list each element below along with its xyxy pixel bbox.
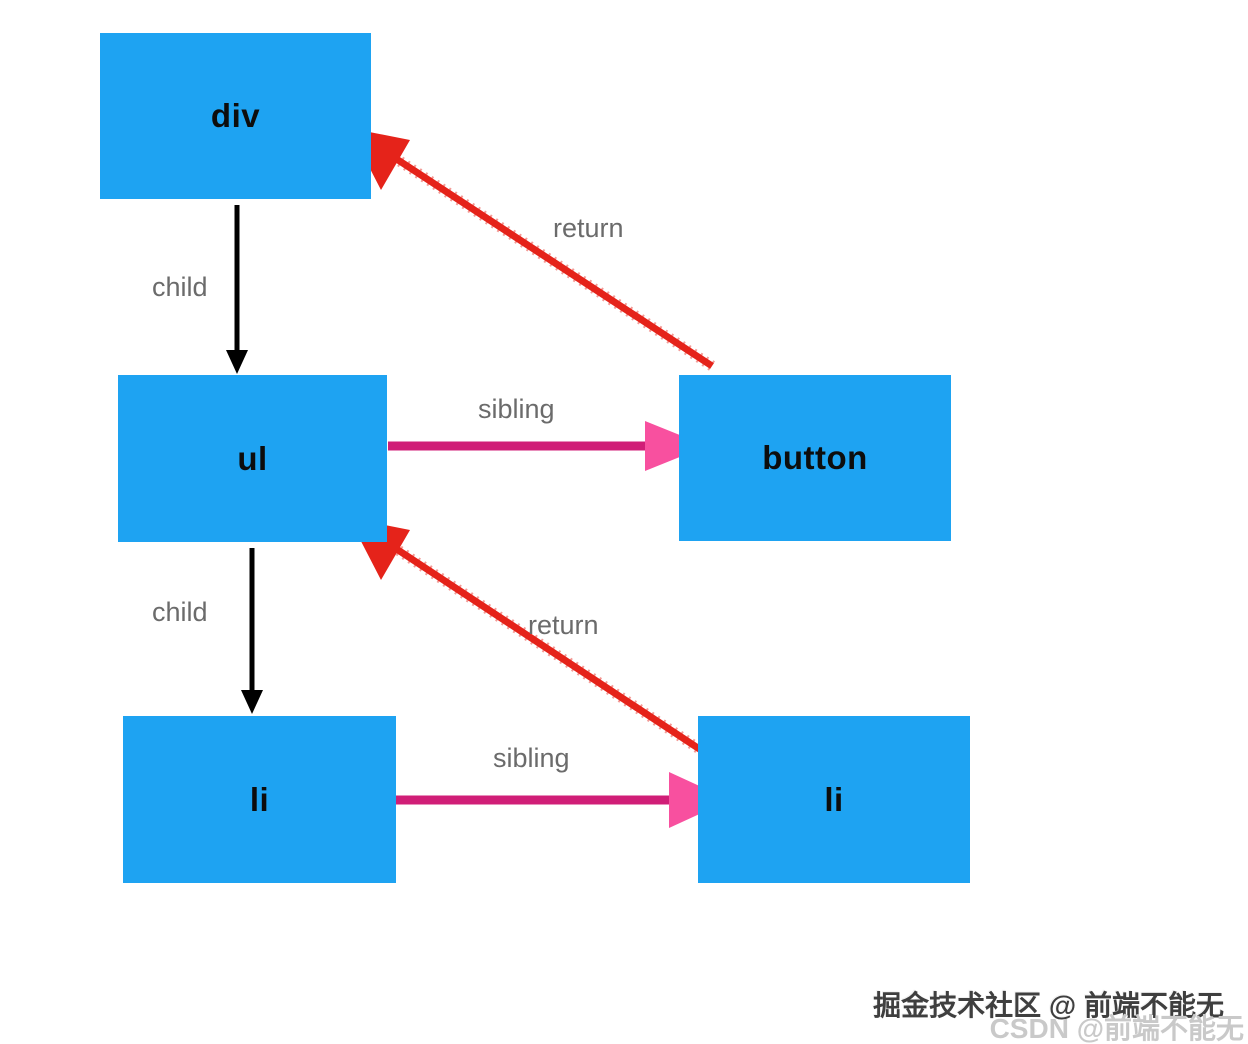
sibling-arrow-ul-to-button bbox=[388, 421, 707, 471]
watermark-csdn: CSDN @前端不能无 bbox=[989, 1013, 1244, 1044]
edge-label-return-2: return bbox=[528, 610, 599, 640]
return-arrow-button-to-div bbox=[349, 128, 716, 371]
edge-label-sibling-2: sibling bbox=[493, 743, 570, 773]
node-div: div bbox=[100, 33, 371, 199]
watermark-juejin: 掘金技术社区 @ 前端不能无 bbox=[873, 990, 1224, 1021]
child-arrow-ul-to-li bbox=[241, 548, 263, 714]
edge-label-return-1: return bbox=[553, 213, 624, 243]
edge-label-sibling-1: sibling bbox=[478, 394, 555, 424]
edge-label-child-2: child bbox=[152, 597, 208, 627]
node-ul: ul bbox=[118, 375, 387, 542]
node-button-label: button bbox=[762, 439, 868, 476]
node-li-right: li bbox=[698, 716, 970, 883]
sibling-arrow-li-to-li bbox=[382, 772, 730, 828]
node-div-label: div bbox=[210, 97, 261, 134]
node-li-left: li bbox=[123, 716, 396, 883]
edge-label-child-1: child bbox=[152, 272, 208, 302]
node-li-left-label: li bbox=[249, 780, 270, 818]
child-arrow-div-to-ul bbox=[226, 205, 248, 374]
node-ul-label: ul bbox=[237, 439, 268, 477]
node-button: button bbox=[679, 375, 951, 541]
node-li-right-label: li bbox=[824, 780, 844, 818]
